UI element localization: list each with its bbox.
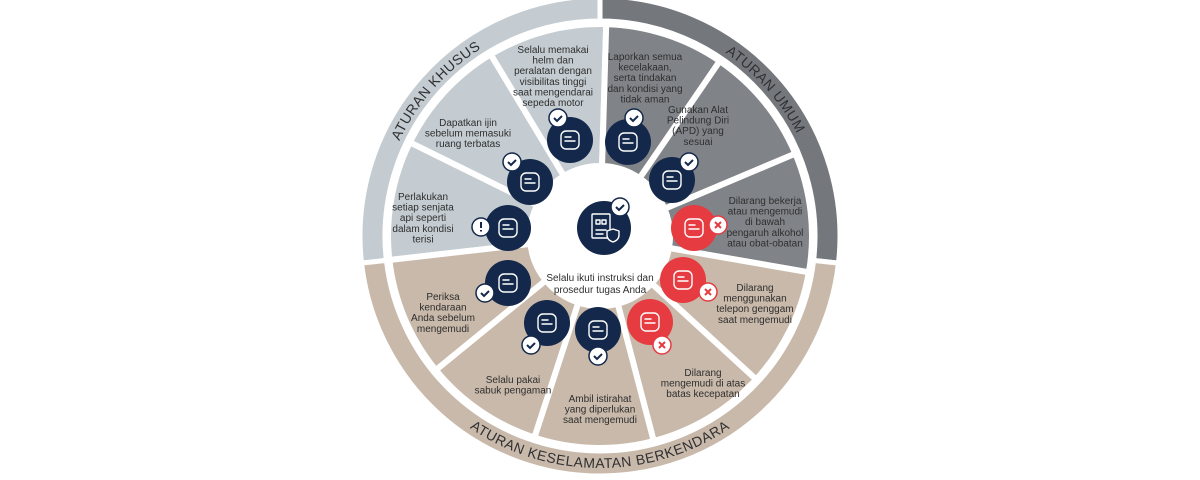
- wedge-text-line: Periksa: [426, 292, 460, 303]
- rule-icons: [471, 108, 728, 366]
- confined-space-glyph: [520, 172, 540, 192]
- pistol-glyph: [498, 218, 518, 238]
- wedge-text-line: yang diperlukan: [565, 405, 636, 416]
- vehicle-checklist-icon: [485, 260, 531, 306]
- seatbelt-icon: [524, 300, 570, 346]
- wedge-text-line: di bawah: [745, 217, 785, 228]
- phone-steering-glyph: [673, 270, 693, 290]
- wedge-text-line: menggunakan: [723, 294, 786, 305]
- wedge-text-line: setiap senjata: [392, 203, 454, 214]
- wedge-text-line: atau obat-obatan: [727, 238, 803, 249]
- ppe-person-glyph: [662, 170, 682, 190]
- document-shield-glyph: [591, 213, 620, 243]
- cross-badge: [652, 335, 672, 355]
- warning-badge: [471, 217, 491, 237]
- center-text-line: prosedur tugas Anda: [554, 285, 647, 296]
- center-rule: Selalu ikuti instruksi dan prosedur tuga…: [546, 197, 654, 296]
- wedge-text-line: helm dan: [532, 56, 573, 67]
- vehicle-checklist-glyph: [498, 273, 518, 293]
- wedge-text-line: Pelindung Diri: [667, 116, 729, 127]
- wedge-text-line: Ambil istirahat: [569, 394, 632, 405]
- cross-badge: [698, 282, 718, 302]
- speedometer-icon: [627, 299, 673, 345]
- check-badge: [679, 152, 699, 172]
- wedge-text-line: sepeda motor: [522, 98, 584, 109]
- wedge-text-line: saat mengemudi: [563, 415, 637, 426]
- wedge-text-line: atau mengemudi: [728, 207, 803, 218]
- wedge-text-line: Gunakan Alat: [668, 105, 728, 116]
- speedometer-glyph: [640, 312, 660, 332]
- wedge-text-line: terisi: [412, 234, 433, 245]
- wedge-text-line: sebelum memasuki: [425, 129, 511, 140]
- wedge-text-line: kecelakaan,: [618, 63, 671, 74]
- wedge-text-line: Anda sebelum: [411, 313, 475, 324]
- wedge-text-line: pengaruh alkohol: [727, 228, 804, 239]
- helmet-glyph: [560, 130, 580, 150]
- center-text-line: Selalu ikuti instruksi dan: [546, 273, 653, 284]
- wedge-text-line: (APD) yang: [672, 126, 724, 137]
- check-badge: [548, 108, 568, 128]
- wedge-text-line: dan kondisi yang: [607, 84, 682, 95]
- check-badge: [610, 197, 630, 217]
- wedge-text-line: Dilarang: [736, 283, 773, 294]
- wedge-text-line: sesuai: [684, 137, 713, 148]
- wedge-text-line: sabuk pengaman: [475, 386, 552, 397]
- check-badge: [624, 108, 644, 128]
- report-warning-glyph: [618, 132, 638, 152]
- check-badge: [502, 152, 522, 172]
- alcohol-icon: [671, 205, 717, 251]
- cross-badge: [708, 215, 728, 235]
- wedge-text-line: Dapatkan ijin: [439, 118, 497, 129]
- helmet-icon: [547, 117, 593, 163]
- confined-space-icon: [507, 159, 553, 205]
- wedge-text-line: ruang terbatas: [436, 139, 501, 150]
- check-badge: [588, 346, 608, 366]
- wedge-text-line: kendaraan: [419, 303, 466, 314]
- pistol-icon: [485, 205, 531, 251]
- phone-steering-icon: [660, 257, 706, 303]
- report-warning-icon: [605, 119, 651, 165]
- wedge-text-line: saat mengendarai: [513, 87, 593, 98]
- wedge-text-line: visibilitas tinggi: [520, 77, 587, 88]
- wedge-text-line: telepon genggam: [716, 304, 793, 315]
- wedge-text-line: dalam kondisi: [392, 224, 453, 235]
- coffee-cup-glyph: [588, 320, 608, 340]
- wedge-text-line: saat mengemudi: [718, 315, 792, 326]
- wedge-text-line: Selalu pakai: [486, 375, 540, 386]
- wedge-text-line: batas kecepatan: [666, 389, 739, 400]
- check-badge: [521, 335, 541, 355]
- wedge-text-line: Dilarang: [684, 368, 721, 379]
- wedge-text-line: mengemudi di atas: [661, 379, 746, 390]
- wedge-text-line: Perlakukan: [398, 192, 448, 203]
- wedge-text-line: serta tindakan: [614, 73, 677, 84]
- wedge-text-line: mengemudi: [417, 324, 469, 335]
- wedge-text-line: Laporkan semua: [608, 52, 683, 63]
- seatbelt-glyph: [537, 313, 557, 333]
- wedge-text-line: api seperti: [400, 213, 446, 224]
- wedge-text-line: tidak aman: [621, 94, 670, 105]
- coffee-cup-icon: [575, 307, 621, 353]
- wedge-text-line: peralatan dengan: [514, 66, 592, 77]
- check-badge: [475, 283, 495, 303]
- wedge-text-line: Dilarang bekerja: [729, 196, 802, 207]
- alcohol-glyph: [684, 218, 704, 238]
- wedge-text-line: Selalu memakai: [517, 45, 588, 56]
